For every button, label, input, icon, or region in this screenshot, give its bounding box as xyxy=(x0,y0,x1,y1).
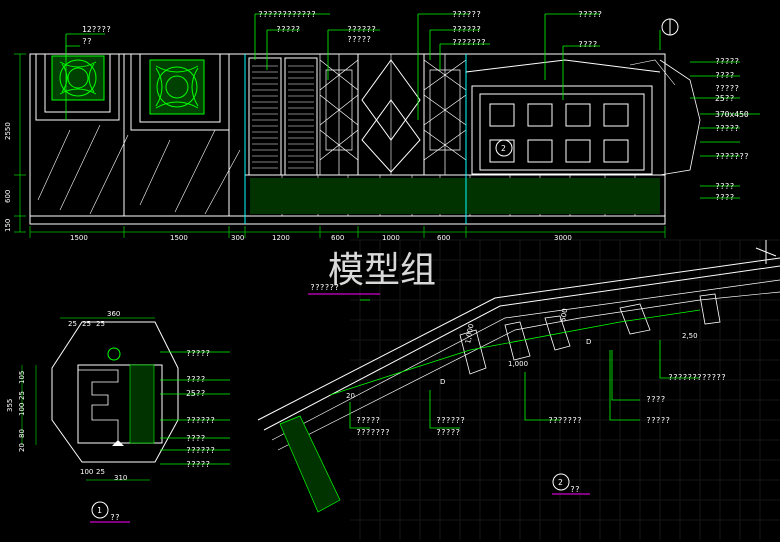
dimension-label: D xyxy=(440,378,445,386)
elevation-leaders xyxy=(65,13,760,199)
lattice-screen-left xyxy=(319,53,359,176)
section-marker: 2 xyxy=(495,139,513,157)
dimension-label: 25 xyxy=(68,320,77,328)
callout-label: ?????? xyxy=(186,446,215,455)
callout-label: ?????? xyxy=(436,416,465,425)
glass-door xyxy=(357,53,425,176)
callout-label: ??????? xyxy=(715,152,749,161)
wall-hatch xyxy=(37,124,241,215)
dimension-label: 100 xyxy=(80,468,93,476)
dimension-label: 20 xyxy=(18,443,26,452)
callout-label: ????? xyxy=(356,416,380,425)
dimension-label: D xyxy=(586,338,591,346)
callout-label: ???????????? xyxy=(668,373,726,382)
title-text: ?? xyxy=(110,513,120,522)
dimension-label: 25 xyxy=(18,391,26,400)
callout-label: ????? xyxy=(646,416,670,425)
lattice-screen-right xyxy=(423,53,467,176)
dimension-label: 1000 xyxy=(382,234,400,242)
dimension-label: 20 xyxy=(346,392,355,400)
callout-label: ????? xyxy=(578,10,602,19)
callout-label: 370x450 xyxy=(715,110,749,119)
callout-label: ?????? xyxy=(452,10,481,19)
wall-elevation: 2 xyxy=(29,18,701,225)
dimension-label: 355 xyxy=(6,399,14,412)
section-marker-number: 2 xyxy=(501,144,506,153)
dimension-label: 100 xyxy=(18,403,26,416)
dimension-label: 310 xyxy=(114,474,127,482)
dimension-label: 105 xyxy=(18,371,26,384)
callout-label: ????? xyxy=(436,428,460,437)
callout-label: ????? xyxy=(276,25,300,34)
callout-label: ????? xyxy=(715,57,739,66)
cabinet-niches xyxy=(489,103,629,163)
title-text: ?? xyxy=(570,485,580,494)
dimension-label: 80 xyxy=(18,429,26,438)
dimension-label: 25 xyxy=(82,320,91,328)
callout-label: ????? xyxy=(186,460,210,469)
dimension-label: 2,50 xyxy=(682,332,698,340)
callout-label: ?????? xyxy=(186,416,215,425)
watermark-text: 模型组 xyxy=(328,250,436,291)
callout-label: 25?? xyxy=(186,389,205,398)
callout-label: 12???? xyxy=(82,25,111,34)
callout-label: ????? xyxy=(715,84,739,93)
callout-label: ???? xyxy=(578,40,597,49)
dimension-label: 360 xyxy=(107,310,120,318)
dimension-label: 3000 xyxy=(554,234,572,242)
callout-label: ???? xyxy=(715,71,734,80)
callout-label: ???? xyxy=(186,434,205,443)
callout-label: ?????? xyxy=(452,25,481,34)
display-cabinet xyxy=(465,59,701,176)
callout-label: ???? xyxy=(715,193,734,202)
louver-door xyxy=(248,57,318,176)
title-number: 2 xyxy=(558,478,563,487)
callout-label: ???? xyxy=(646,395,665,404)
dimension-label: 600 xyxy=(4,190,12,203)
dimension-label: 150 xyxy=(4,219,12,232)
north-arrow xyxy=(755,240,777,264)
callout-label: ?? xyxy=(82,37,92,46)
dimension-label: 25 xyxy=(96,468,105,476)
callout-label: ????? xyxy=(186,349,210,358)
elevation-dimensions: 1500 1500 300 1200 600 1000 600 3000 255… xyxy=(4,53,666,242)
callout-label: ????? xyxy=(347,35,371,44)
background-grid xyxy=(350,239,780,540)
callout-label: ???? xyxy=(186,375,205,384)
title-number: 1 xyxy=(97,506,102,515)
dimension-label: 1500 xyxy=(70,234,88,242)
callout-label: ???????????? xyxy=(258,10,316,19)
column-section-detail: 360 25 25 25 355 25 105 100 80 20 100 25… xyxy=(6,310,230,523)
section-1-title: 1 ?? xyxy=(90,501,130,523)
angled-wall-plan: ?????? 20 D 1,000 D 2,50 500 1,000 ?????… xyxy=(257,240,780,513)
callout-label: ????? xyxy=(715,124,739,133)
elevation-callout-labels: 12???? ?? ???????????? ????? ?????? ????… xyxy=(82,10,749,202)
dimension-label: 25 xyxy=(96,320,105,328)
callout-label: ?????? xyxy=(347,25,376,34)
plan-top-label: ?????? xyxy=(310,283,339,292)
callout-label: ??????? xyxy=(356,428,390,437)
carved-panel-middle xyxy=(130,53,230,131)
callout-label: 25?? xyxy=(715,94,734,103)
dimension-label: 1,000 xyxy=(464,323,475,344)
dimension-label: 600 xyxy=(331,234,344,242)
dimension-label: 1200 xyxy=(272,234,290,242)
dimension-label: 300 xyxy=(231,234,244,242)
callout-label: ??????? xyxy=(548,416,582,425)
dimension-label: 2550 xyxy=(4,122,12,140)
plan-2-title: 2 ?? xyxy=(552,473,590,495)
carved-panel-left xyxy=(35,53,120,121)
dimension-label: 600 xyxy=(437,234,450,242)
callout-label: ??????? xyxy=(452,38,486,47)
wainscot-panels xyxy=(250,175,660,216)
callout-label: ???? xyxy=(715,182,734,191)
dimension-label: 500 xyxy=(559,308,569,323)
dimension-label: 1,000 xyxy=(508,360,528,368)
dimension-label: 1500 xyxy=(170,234,188,242)
